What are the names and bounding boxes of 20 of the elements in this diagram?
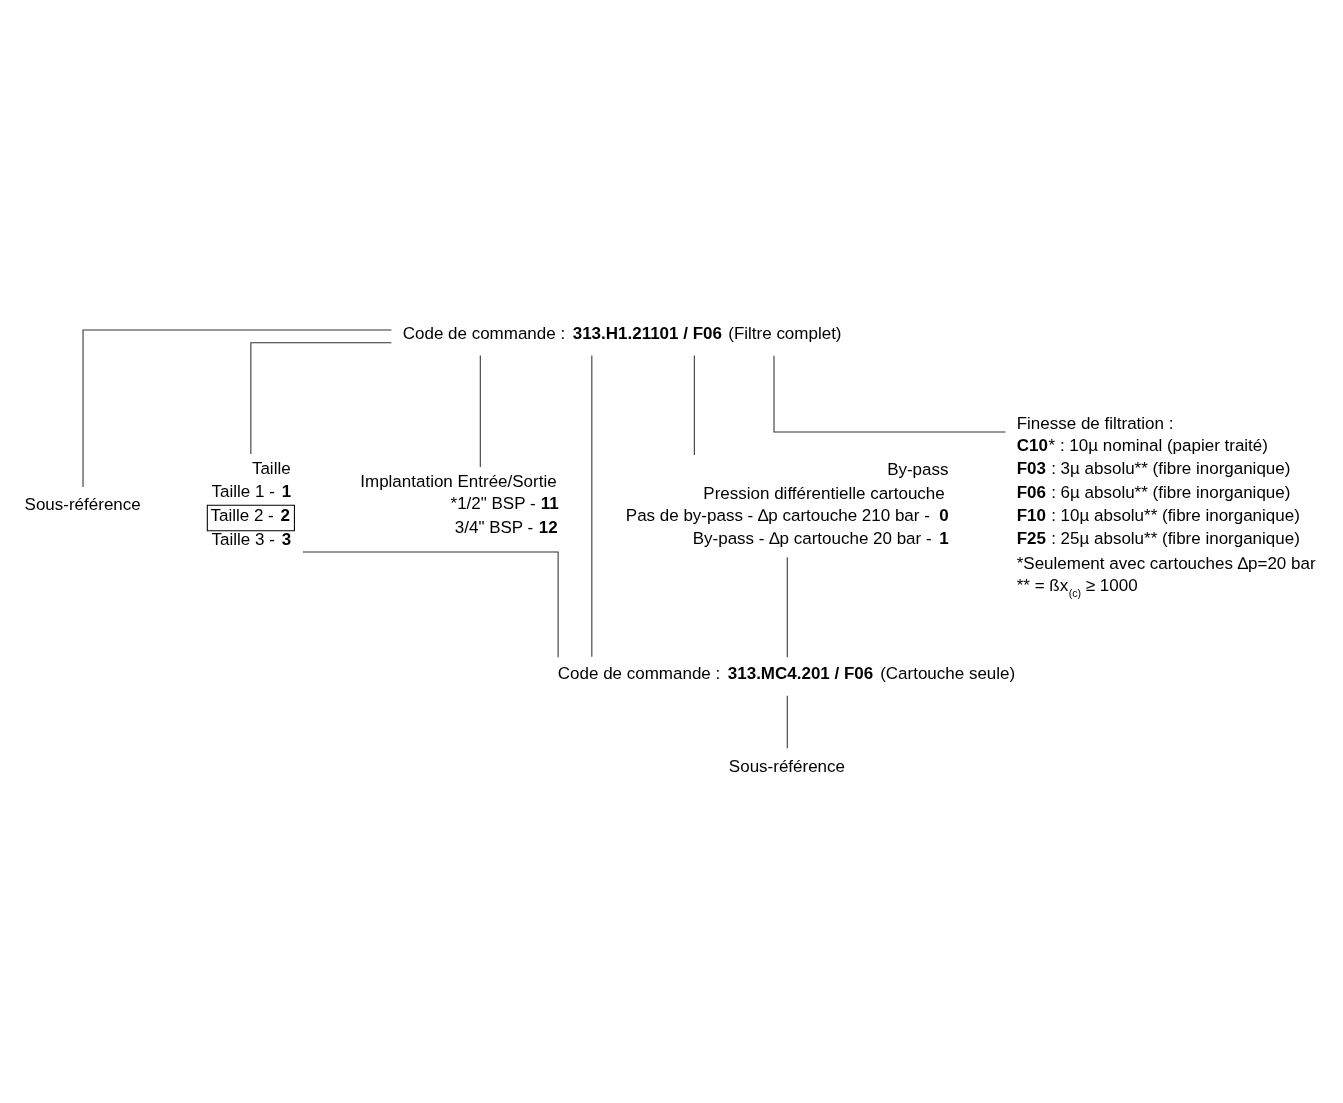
connector (250, 341, 392, 455)
node-text: Code de commande : 313.H1.21101 / F06 (Filtre complet) (402, 323, 842, 343)
node-text: Code de commande : 313.MC4.201 / F06 (Cartouche seule) (557, 663, 1016, 683)
connector (479, 354, 481, 468)
connector (693, 354, 695, 456)
node-text: By-pass Pression différentielle cartouche Pas de by-pass - ∆p cartouche 210 bar - 0 By-pass - ∆p cartouche 20 bar - 1 (625, 459, 949, 548)
node-label: Taille 1 - 1 (211, 481, 292, 501)
node-text: Sous-référence (728, 756, 845, 776)
connector (82, 328, 392, 488)
node-text: Finesse de filtration : C10* : 10µ nominal (papier traité) F03 : 3µ absolu** (fibre inorganique) F06 : 6µ absolu** (fibre inorganique) F10 : 10µ absolu** (fibre inorganique) F25 : 25µ absolu** (fibre inorganique) *Seulement avec cartouches ∆p=20 bar ** = ßx$_{(c)}$ ≥ 1000 (1016, 413, 1316, 599)
connector (591, 354, 593, 657)
node-label: Taille (251, 458, 291, 478)
connector (773, 354, 1006, 432)
connector (302, 550, 559, 658)
node-text: Implantation Entrée/Sortie *1/2" BSP - 11 3/4" BSP - 12 (360, 471, 559, 537)
node-label: Taille 3 - 3 (211, 529, 292, 549)
node-box: Taille 2 - 2 (206, 504, 295, 531)
connector (786, 694, 788, 749)
node-text: Sous-référence (24, 494, 141, 514)
connector (786, 556, 788, 658)
